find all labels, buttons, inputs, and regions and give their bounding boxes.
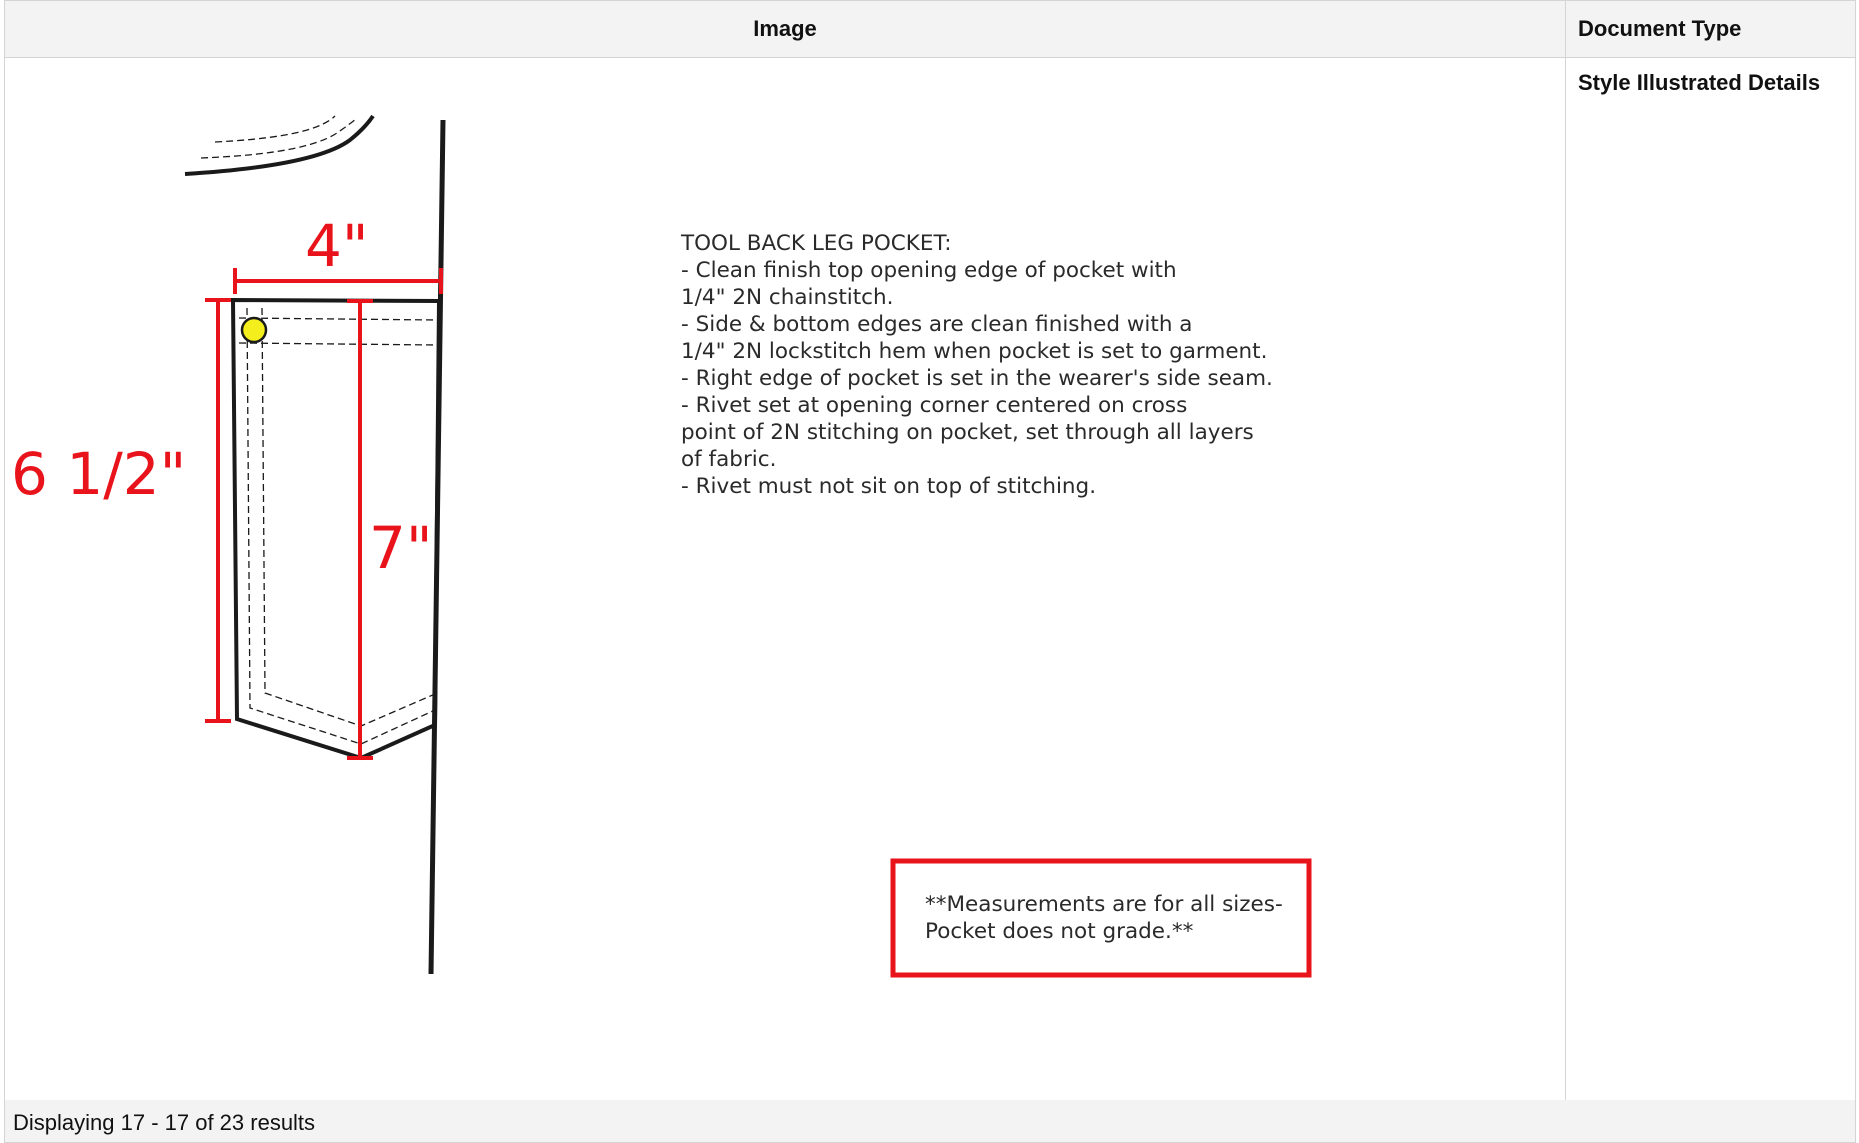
column-header-image[interactable]: Image — [4, 0, 1566, 58]
height-right-dimension-label: 7" — [369, 514, 433, 582]
spec-line: - Rivet must not sit on top of stitching… — [681, 474, 1096, 499]
table-header-row: Image Document Type — [4, 0, 1856, 58]
pagination-status: Displaying 17 - 17 of 23 results — [4, 1100, 1856, 1143]
image-cell[interactable]: 4" 6 1/2" 7" TOOL BACK LEG PO — [4, 57, 1566, 1102]
spec-line: 1/4" 2N lockstitch hem when pocket is se… — [681, 339, 1267, 364]
spec-line: TOOL BACK LEG POCKET: — [680, 231, 951, 256]
column-header-document-type[interactable]: Document Type — [1565, 0, 1856, 58]
height-left-dimension-label: 6 1/2" — [11, 440, 186, 508]
pocket-hem-stitch-outer — [246, 307, 436, 745]
spec-line: of fabric. — [681, 447, 776, 472]
spec-line: 1/4" 2N chainstitch. — [681, 285, 893, 310]
spec-line: - Clean finish top opening edge of pocke… — [681, 258, 1177, 283]
document-type-value: Style Illustrated Details — [1578, 70, 1821, 95]
yoke-stitch-1 — [200, 117, 358, 159]
document-type-cell: Style Illustrated Details — [1565, 57, 1856, 1102]
rivet-icon — [240, 316, 268, 344]
note-line: Pocket does not grade.** — [925, 919, 1194, 944]
yoke-stitch-2 — [214, 115, 336, 143]
grading-note-box — [890, 858, 1312, 978]
width-dimension-label: 4" — [305, 212, 369, 280]
pocket-hem-stitch-inner — [261, 307, 436, 727]
pocket-top-stitch-1 — [238, 317, 438, 321]
spec-line: - Side & bottom edges are clean finished… — [681, 312, 1192, 337]
spec-text-block: TOOL BACK LEG POCKET: - Clean finish top… — [680, 231, 1273, 499]
spec-line: point of 2N stitching on pocket, set thr… — [681, 420, 1254, 445]
pocket-top-stitch-2 — [238, 342, 438, 346]
pocket-technical-drawing: 4" 6 1/2" 7" TOOL BACK LEG PO — [11, 114, 1312, 978]
pocket-outline — [230, 297, 442, 761]
results-table-container: Image Document Type — [4, 0, 1856, 1143]
note-line: **Measurements are for all sizes- — [925, 892, 1283, 917]
grading-note-text: **Measurements are for all sizes- Pocket… — [925, 892, 1283, 944]
spec-line: - Right edge of pocket is set in the wea… — [681, 366, 1273, 391]
table-row: 4" 6 1/2" 7" TOOL BACK LEG PO — [4, 57, 1856, 1102]
yoke-curve — [184, 114, 375, 176]
results-table: Image Document Type — [4, 0, 1856, 1102]
spec-line: - Rivet set at opening corner centered o… — [681, 393, 1187, 418]
